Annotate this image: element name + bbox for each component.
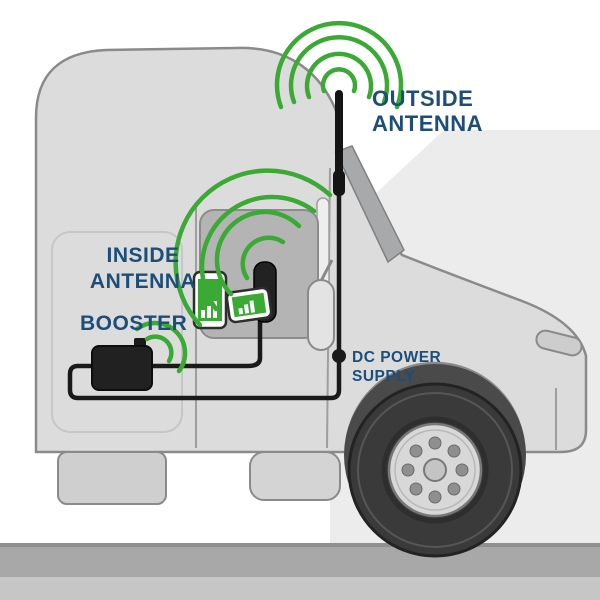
headlight	[535, 329, 583, 357]
lug-holes	[401, 436, 469, 504]
hub-cap	[423, 458, 447, 482]
windshield-glass	[334, 145, 405, 264]
rim-inner-ring	[394, 429, 476, 511]
booster-label: BOOSTER	[80, 312, 187, 335]
booster-box	[91, 345, 153, 391]
side-mirror	[307, 279, 335, 351]
phone-landscape	[225, 286, 273, 324]
outside-antenna-rod	[335, 90, 343, 192]
inside-antenna-signal-icon	[173, 168, 333, 328]
sleeper-panel-inset	[51, 231, 183, 433]
outside-antenna-label-line2: ANTENNA	[372, 111, 483, 136]
booster-signal-icon	[134, 320, 188, 374]
ground	[0, 543, 600, 600]
dc-power-supply-label-line1: DC POWER	[352, 349, 441, 366]
fuel-tank	[249, 451, 341, 501]
ground-band	[0, 547, 600, 577]
ground-lower	[0, 577, 600, 600]
outside-antenna-signal-icon	[274, 20, 404, 110]
mirror-arm	[319, 259, 334, 282]
battery-box	[57, 451, 167, 505]
outside-antenna	[333, 90, 345, 196]
front-wheel	[344, 364, 526, 558]
inside-antenna-label-line1: INSIDE	[106, 244, 179, 267]
booster-to-outside-antenna-cable	[67, 189, 342, 401]
rim-shadow-ring	[381, 416, 489, 524]
tire-tread-ring	[357, 392, 513, 548]
outside-antenna-label-line1: OUTSIDE	[372, 86, 473, 111]
ground-edge	[0, 543, 600, 547]
dc-power-supply-connector	[332, 349, 346, 363]
signal-bars-icon	[238, 300, 256, 315]
inside-antenna-label-line2: ANTENNA	[90, 270, 196, 293]
booster-to-inside-antenna-cable	[149, 319, 263, 369]
booster-unit	[91, 338, 153, 391]
dc-power-supply-label-line2: SUPPLY	[352, 368, 416, 385]
